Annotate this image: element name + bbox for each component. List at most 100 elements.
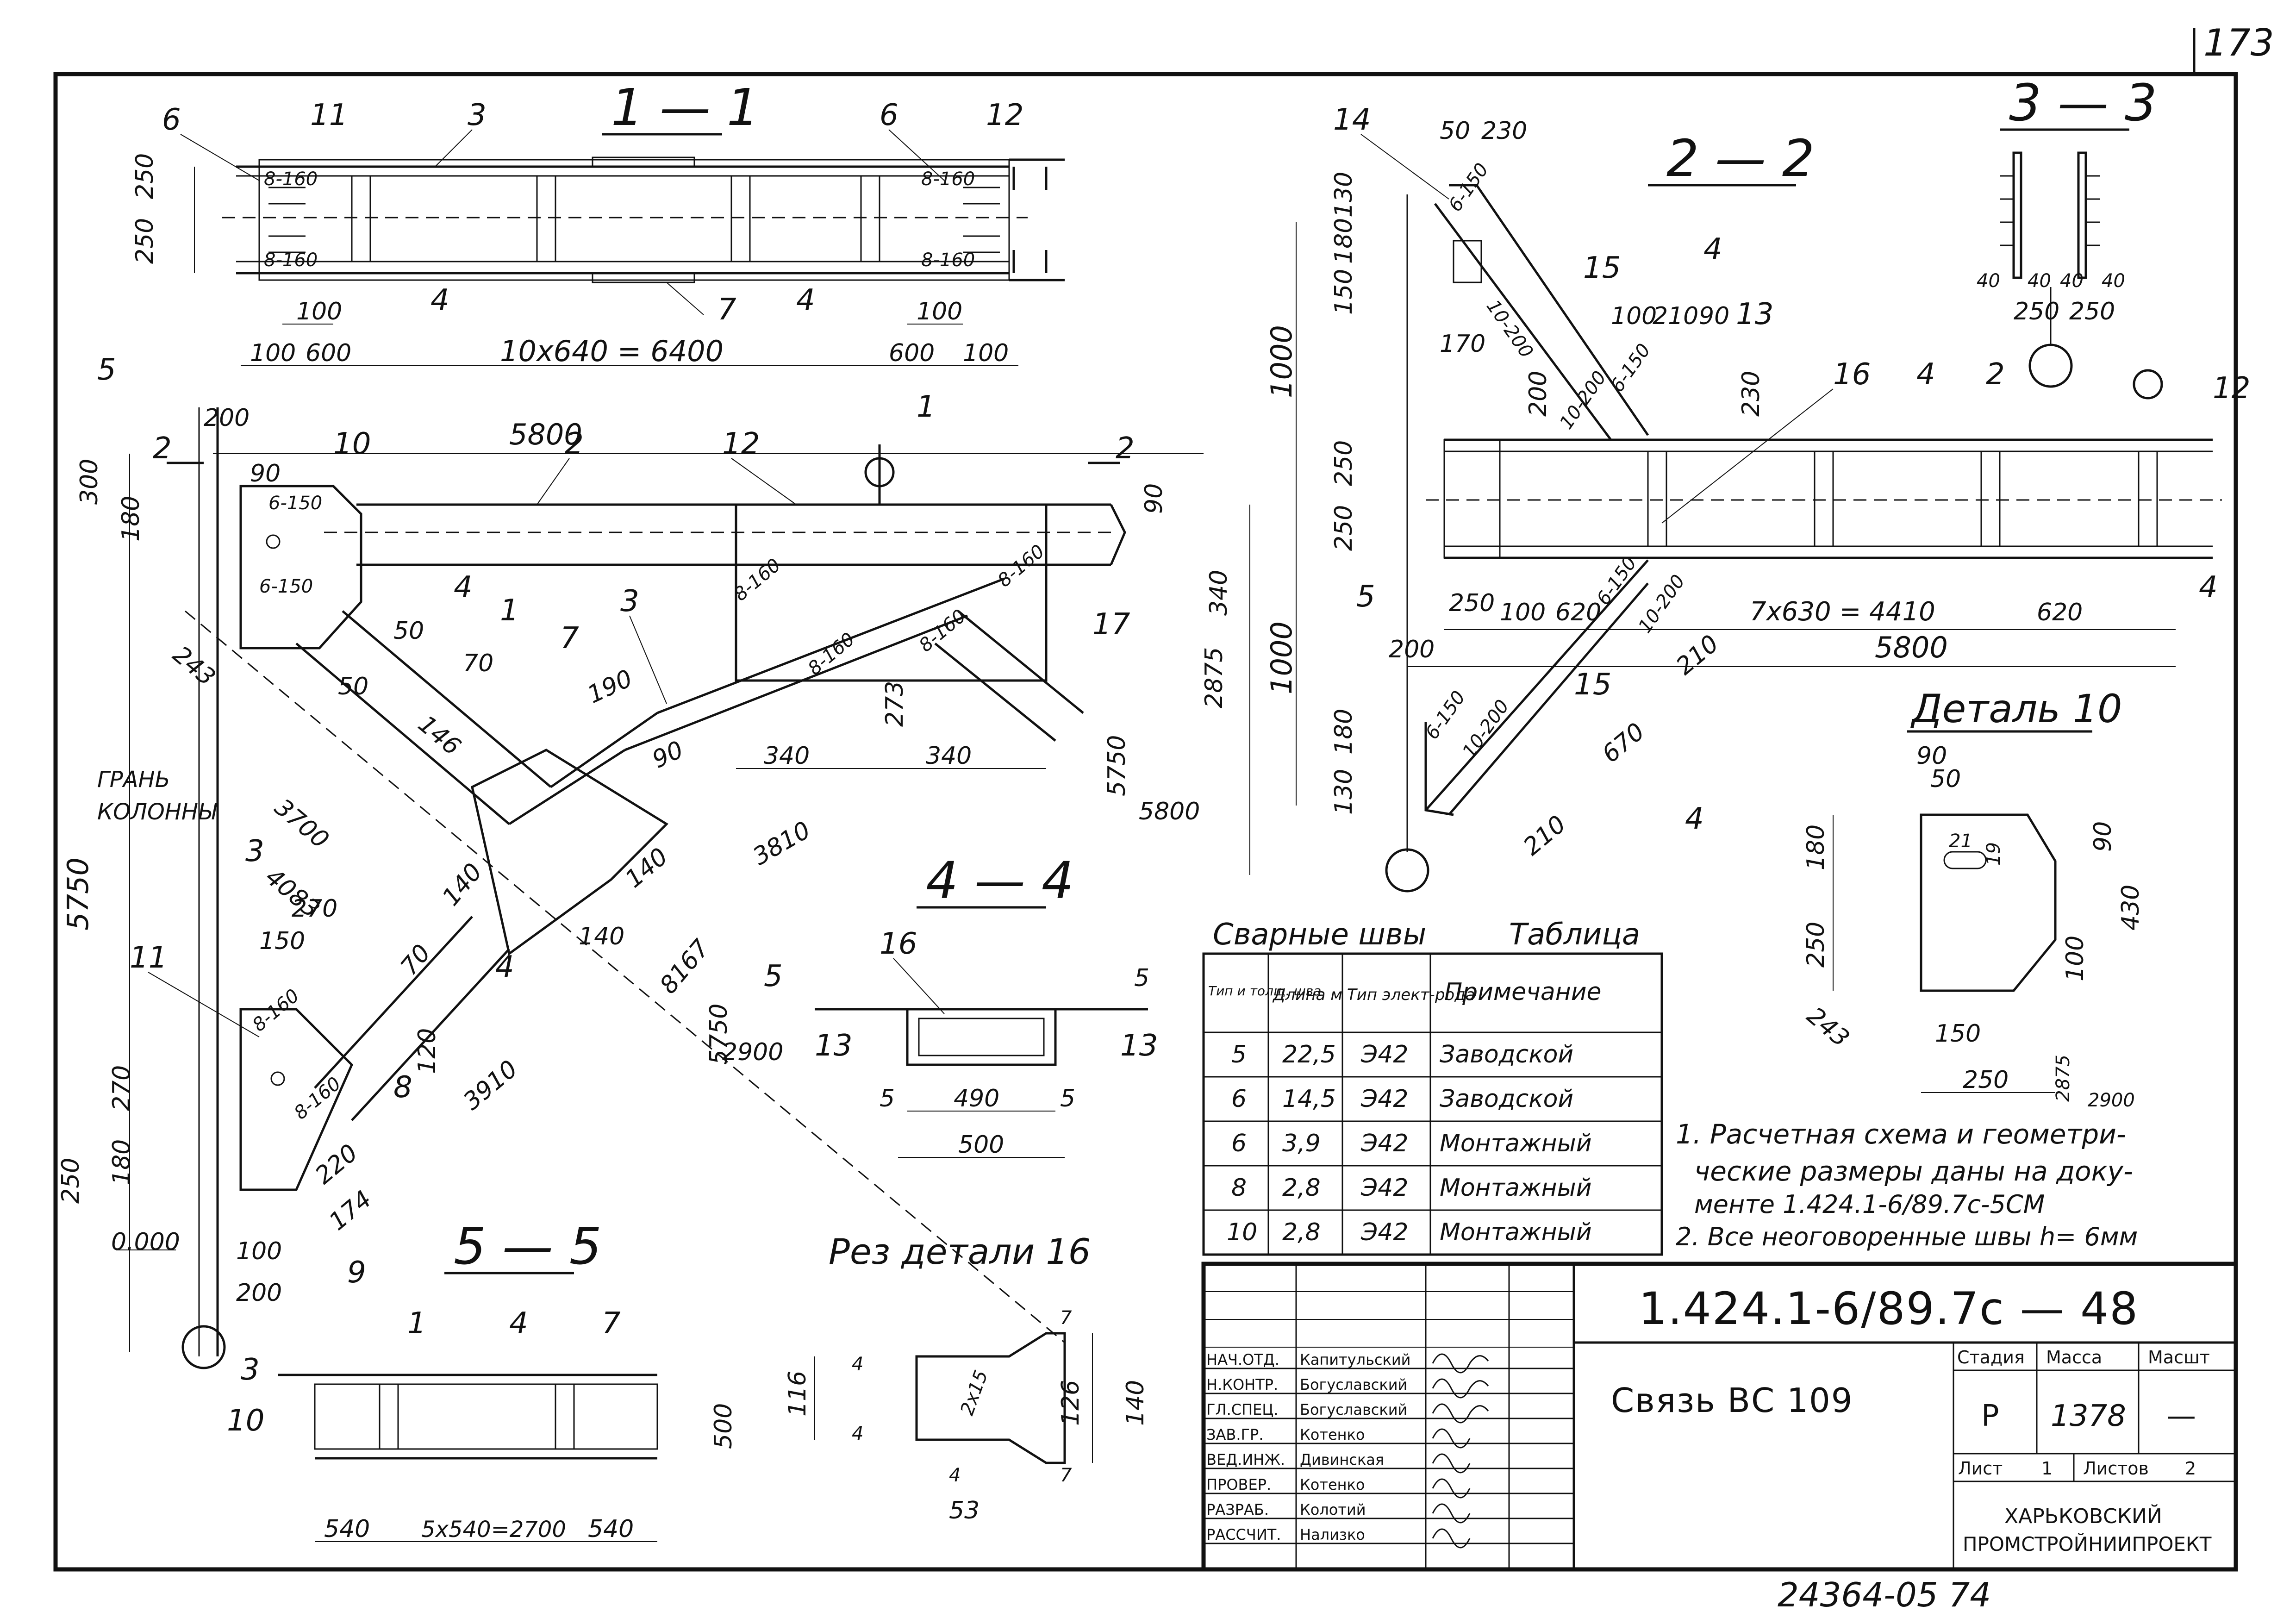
s11-dim-600b: 600 (889, 339, 935, 367)
cut-mark-1: 1 (917, 390, 936, 424)
s44-dim-5a: 5 (880, 1085, 895, 1112)
cut-mark-3b: 3 (241, 1353, 260, 1387)
main-dim-140b: 140 (579, 923, 624, 950)
s22-pos-14: 14 (1333, 103, 1371, 137)
cut-mark-2a: 2 (153, 431, 172, 466)
s55-pos-7: 7 (602, 1306, 621, 1341)
main-pos-12: 12 (722, 427, 760, 461)
c16-dim-4c: 4 (949, 1465, 961, 1486)
cut-mark-2b: 2 (1116, 431, 1135, 466)
weld-row-3-el: Э42 (1360, 1130, 1408, 1157)
main-dim-5750b: 5750 (705, 1004, 733, 1065)
weld-row-4-type: 8 (1231, 1174, 1247, 1202)
s22-pos-16: 16 (1833, 357, 1871, 392)
s22-dim-250b: 250 (1330, 505, 1358, 551)
s44-pos-16: 16 (880, 927, 917, 961)
weld-row-1-len: 22,5 (1282, 1041, 1336, 1068)
s22-cut-4b: 4 (1685, 802, 1704, 836)
main-dim-140a: 140 (437, 858, 488, 912)
s11-dim-100b: 100 (963, 339, 1009, 367)
s33-dim-250a: 250 (2014, 298, 2059, 325)
main-pos-8: 8 (393, 1070, 412, 1105)
s11-pos-3: 3 (468, 98, 487, 132)
main-dim-174: 174 (324, 1185, 377, 1236)
weld-row-5-el: Э42 (1360, 1218, 1408, 1246)
s33-dim-40d: 40 (2102, 270, 2125, 292)
s22-pos-4: 4 (1916, 357, 1935, 392)
s33-dim-40a: 40 (1977, 270, 2000, 292)
stage-label: Стадия (1957, 1347, 2025, 1368)
s22-dim-170: 170 (1440, 330, 1485, 358)
c16-dim-140: 140 (1122, 1380, 1149, 1426)
main-pitch-7: 8-160 (249, 985, 304, 1036)
main-pos-17: 17 (1092, 607, 1130, 642)
section-4-4: 4 — 4 490 500 5 5 5 16 13 13 (815, 851, 1158, 1159)
main-dim-273: 273 (881, 681, 909, 727)
c16-dim-7b: 7 (1060, 1465, 1072, 1486)
main-dim-146: 146 (413, 710, 466, 761)
weld-table-heading: Сварные швы (1213, 918, 1426, 952)
main-pos-9: 9 (347, 1255, 366, 1290)
main-dim-5800r: 5800 (1139, 798, 1200, 825)
s11-pitch-bl: 8-160 (264, 250, 318, 271)
section-5-5: 5 — 5 540 5x540=2700 540 500 1 4 7 10 (227, 1217, 737, 1543)
c16-dim-4b: 4 (852, 1423, 863, 1444)
person-5: Дивинская (1300, 1451, 1384, 1468)
s22-dim-span: 7x630 = 4410 (1750, 597, 1935, 627)
s22-dim-620a: 620 (1555, 599, 1601, 626)
s22-pos-15: 15 (1583, 251, 1621, 285)
s33-dim-250b: 250 (2069, 298, 2115, 325)
weld-header-electrode: Тип элект-рода (1347, 986, 1475, 1004)
main-dim-50b: 50 (338, 673, 368, 700)
s22-dim-210b: 210 (1518, 810, 1572, 861)
weld-row-2-len: 14,5 (1282, 1085, 1336, 1113)
d10-dim-90b: 90 (2089, 821, 2117, 852)
s22-dim-100: 100 (1611, 302, 1657, 330)
main-dim-5750r: 5750 (1103, 735, 1131, 796)
main-dim-2900: 2900 (722, 1038, 783, 1066)
s55-dim-540a: 540 (324, 1515, 370, 1543)
s22-dim-210: 210 (1653, 302, 1698, 330)
s22-dim-180b: 180 (1330, 709, 1358, 755)
section-1-1-title: 1 — 1 (611, 78, 759, 137)
person-3: Богуславский (1300, 1401, 1407, 1418)
person-8: Нализко (1300, 1526, 1365, 1543)
weld-row-1-note: Заводской (1440, 1041, 1573, 1068)
weld-row-4-el: Э42 (1360, 1174, 1408, 1202)
section-1-1: 1 — 1 250 250 100 600 10x640 = 6400 600 … (131, 78, 1065, 368)
stage-value: Р (1981, 1399, 1999, 1433)
title-name: Связь ВС 109 (1611, 1381, 1853, 1420)
s11-pitch-tr: 8-160 (921, 169, 975, 190)
role-4: ЗАВ.ГР. (1206, 1426, 1264, 1443)
main-pos-4b: 4 (495, 950, 514, 984)
s11-dim-100d: 100 (917, 298, 962, 325)
main-dim-180: 180 (117, 496, 145, 542)
s22-dim-130: 130 (1330, 172, 1358, 218)
s11-dim-span: 10x640 = 6400 (500, 334, 724, 368)
cut-mark-5a: 5 (97, 353, 116, 387)
s22-dim-250c: 250 (1449, 589, 1495, 617)
weld-table: Сварные швы Таблица Тип и толщ. шва Длин… (1202, 918, 1663, 1256)
note-line-3: менте 1.424.1-6/89.7с-5СМ (1694, 1190, 2045, 1219)
role-7: РАЗРАБ. (1206, 1501, 1269, 1518)
s22-dim-230b: 230 (1737, 371, 1765, 417)
weld-header-note: Примечание (1444, 978, 1602, 1006)
s22-pitch-3: 6-150 (1607, 340, 1655, 396)
s22-pitch-6: 10-200 (1635, 571, 1690, 637)
s44-pos-13b: 13 (1120, 1029, 1158, 1063)
d10-dim-90: 90 (1916, 742, 1947, 770)
s22-dim-50: 50 (1440, 117, 1470, 145)
sheet-frame (53, 72, 2238, 1572)
title-block: 1.424.1-6/89.7с — 48 Связь ВС 109 Стадия… (1201, 1262, 2238, 1572)
s11-pos-7: 7 (718, 293, 736, 327)
c16-dim-126: 126 (1057, 1380, 1085, 1426)
cut-detail-16: Рез детали 16 116 126 140 4 4 4 7 7 53 2… (784, 1231, 1149, 1524)
main-dim-100: 100 (236, 1237, 282, 1265)
section-3-3: 3 — 3 40 40 40 40 250 250 (1977, 73, 2157, 388)
s22-dim-210c: 210 (1671, 630, 1724, 681)
note-line-4: 2. Все неоговоренные швы h= 6мм (1676, 1222, 2138, 1251)
s44-dim-490: 490 (954, 1085, 999, 1112)
main-pos-7: 7 (560, 621, 579, 656)
main-dim-220: 220 (310, 1139, 363, 1190)
